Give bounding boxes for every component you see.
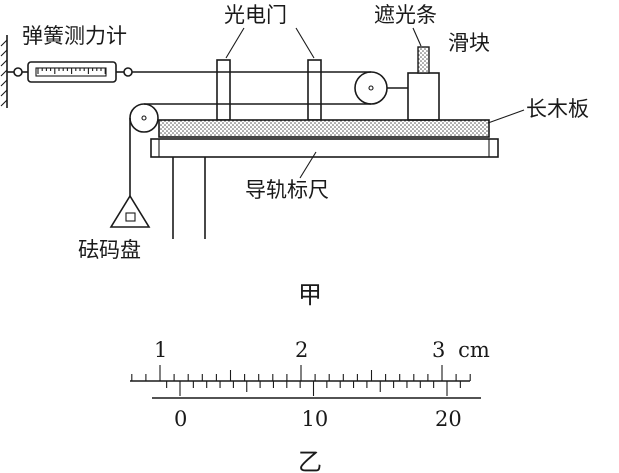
main-scale-label-3: 3 [432, 338, 445, 362]
weight-tray [109, 194, 151, 228]
vernier-scale-label-0: 0 [174, 407, 187, 431]
vernier-scale: 0 10 20 [152, 381, 481, 431]
guide-rail-ruler-label: 导轨标尺 [245, 178, 329, 202]
long-board-label: 长木板 [526, 97, 589, 121]
shading-strip [417, 46, 430, 74]
weight-tray-label: 砝码盘 [78, 238, 141, 262]
main-scale-unit: cm [458, 338, 490, 362]
photogate-1 [216, 59, 231, 121]
spring-scale [13, 61, 133, 83]
figure-a-apparatus: 弹簧测力计 砝码盘 光电门 [0, 3, 589, 309]
figure-b-caption: 乙 [298, 448, 322, 473]
slider-pulley [354, 71, 388, 105]
spring-scale-label: 弹簧测力计 [22, 24, 127, 48]
board-pulley [129, 103, 159, 133]
main-scale-label-2: 2 [295, 338, 308, 362]
guide-rail-ruler [150, 138, 499, 158]
photogate-2 [307, 59, 322, 121]
figure-a-caption: 甲 [298, 281, 322, 309]
slider-label: 滑块 [448, 31, 490, 55]
photogate-label: 光电门 [224, 3, 287, 27]
main-scale-label-1: 1 [154, 338, 167, 362]
vernier-scale-label-20: 20 [435, 407, 462, 431]
shading-strip-label: 遮光条 [374, 3, 437, 27]
slider [407, 72, 440, 121]
main-scale-unit-label: 3 cm [432, 338, 490, 362]
spring-scale-ticks [37, 68, 106, 74]
wall [0, 35, 14, 108]
long-board [158, 119, 490, 138]
vernier-scale-label-10: 10 [302, 407, 329, 431]
